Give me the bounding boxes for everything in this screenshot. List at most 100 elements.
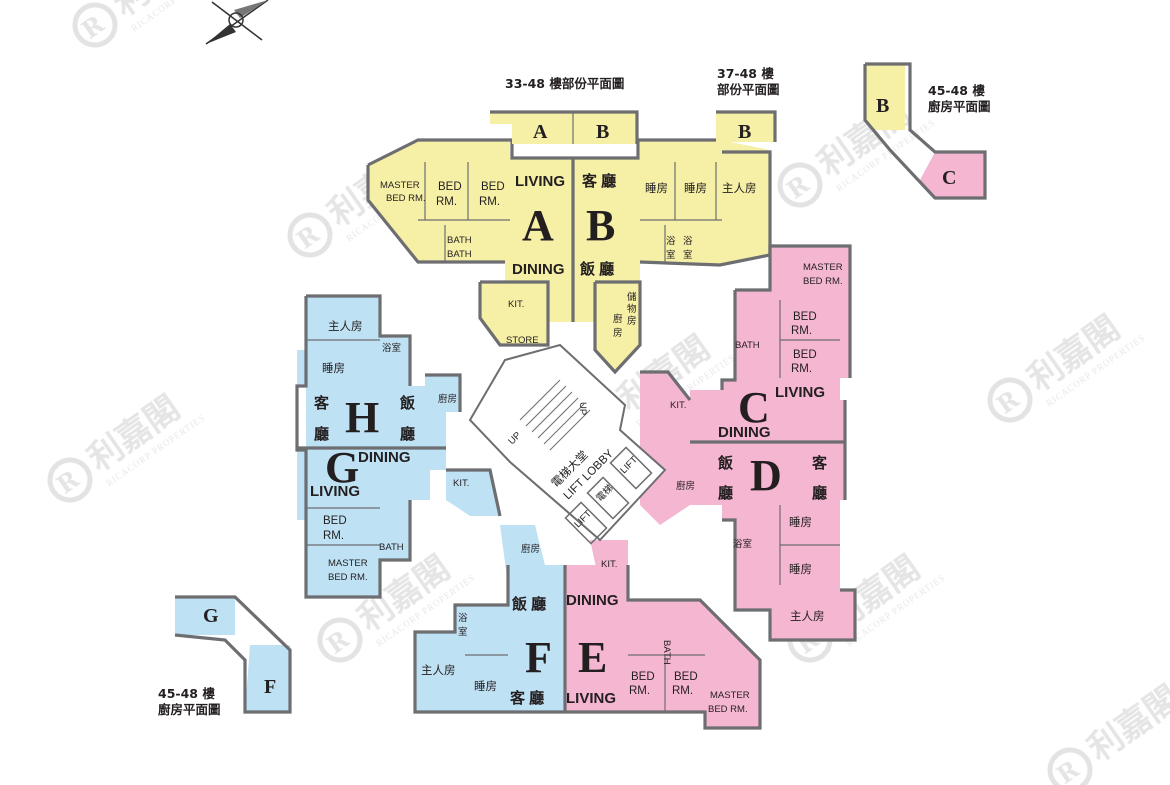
caption-45-48-bottom-line2: 廚房平面圖 bbox=[158, 702, 221, 717]
room-g-dining: DINING bbox=[358, 449, 411, 466]
room-h-dining-1: 飯 bbox=[399, 394, 415, 412]
room-a-store: STORE bbox=[506, 335, 539, 346]
room-e-living: LIVING bbox=[566, 690, 616, 707]
caption-45-48-bottom-line1: 45-48 樓 bbox=[158, 686, 215, 701]
room-b-bath1-2: 室 bbox=[666, 249, 676, 261]
room-f-bath-2: 室 bbox=[458, 626, 468, 638]
room-c-master-2: BED RM. bbox=[803, 276, 843, 287]
room-d-bed1: 睡房 bbox=[789, 516, 812, 529]
room-e-master-1: MASTER bbox=[710, 690, 750, 701]
unit-label-e: E bbox=[578, 633, 607, 682]
room-a-bath-2: BATH bbox=[447, 249, 472, 260]
room-f-bed: 睡房 bbox=[474, 680, 497, 693]
room-d-living-1: 客 bbox=[811, 454, 828, 472]
room-b-living: 客 廳 bbox=[581, 172, 616, 190]
caption-37-48-line1: 37-48 樓 bbox=[717, 66, 774, 81]
caption-45-48-top-line2: 廚房平面圖 bbox=[928, 99, 991, 114]
room-c-dining: DINING bbox=[718, 424, 771, 441]
partial-tab-a: A bbox=[533, 121, 548, 143]
room-b-bath2-2: 室 bbox=[683, 249, 693, 261]
room-a-kit: KIT. bbox=[508, 299, 524, 310]
core-up-1: UP bbox=[577, 402, 588, 415]
room-g-bath: BATH bbox=[379, 542, 404, 553]
room-g-master-2: BED RM. bbox=[328, 572, 368, 583]
room-a-dining: DINING bbox=[512, 261, 565, 278]
room-a-master-1: MASTER bbox=[380, 180, 420, 191]
room-c-bed1-2: RM. bbox=[791, 325, 812, 337]
room-h-bath: 浴室 bbox=[382, 342, 401, 354]
room-e-bed1-2: RM. bbox=[629, 685, 650, 697]
room-c-bed2-2: RM. bbox=[791, 363, 812, 375]
room-f-master: 主人房 bbox=[421, 664, 456, 677]
room-f-bath-1: 浴 bbox=[458, 613, 468, 624]
room-b-bed1: 睡房 bbox=[645, 182, 668, 195]
unit-label-a: A bbox=[522, 201, 554, 250]
mini-plan-b-label: B bbox=[876, 95, 889, 117]
room-g-kit: KIT. bbox=[453, 478, 469, 489]
caption-37-48-line2: 部份平面圖 bbox=[717, 82, 780, 97]
mini-plan-f-label: F bbox=[264, 676, 276, 698]
unit-label-f: F bbox=[525, 633, 552, 682]
unit-label-d: D bbox=[750, 451, 782, 500]
mini-plan-g-f: G F bbox=[174, 595, 292, 714]
caption-33-48-partial-plan: 33-48 樓部份平面圖 bbox=[505, 76, 624, 91]
room-h-living-2: 廳 bbox=[314, 425, 329, 443]
room-a-bed2-2: RM. bbox=[479, 196, 500, 208]
room-d-master: 主人房 bbox=[790, 610, 825, 623]
partial-tab-b-left: B bbox=[596, 121, 609, 143]
room-f-living: 客 廳 bbox=[509, 689, 544, 707]
room-e-kit: KIT. bbox=[601, 559, 617, 570]
room-b-bath2-1: 浴 bbox=[683, 236, 693, 247]
room-b-store-1: 儲 bbox=[627, 291, 637, 303]
caption-45-48-top-line1: 45-48 樓 bbox=[928, 83, 985, 98]
room-f-dining: 飯 廳 bbox=[511, 595, 546, 613]
room-b-kit-1: 廚 bbox=[613, 313, 623, 325]
room-e-bath: BATH bbox=[661, 640, 672, 665]
unit-a-b-fill bbox=[368, 140, 770, 322]
mini-plan-b-c: B C bbox=[863, 62, 987, 200]
mini-plan-g-label: G bbox=[203, 605, 219, 627]
unit-label-h: H bbox=[345, 393, 379, 442]
room-h-bed: 睡房 bbox=[322, 362, 345, 375]
room-f-kit: 廚房 bbox=[521, 543, 540, 555]
room-a-master-2: BED RM. bbox=[386, 193, 426, 204]
room-c-kit: KIT. bbox=[670, 400, 686, 411]
room-e-master-2: BED RM. bbox=[708, 704, 748, 715]
room-g-bed-2: RM. bbox=[323, 530, 344, 542]
room-c-master-1: MASTER bbox=[803, 262, 843, 273]
room-b-dining: 飯 廳 bbox=[579, 260, 614, 278]
unit-c-d-block bbox=[640, 244, 857, 642]
unit-f-e-block bbox=[413, 525, 762, 730]
room-c-bath: BATH bbox=[735, 340, 760, 351]
unit-label-c: C bbox=[738, 383, 770, 432]
room-g-living: LIVING bbox=[310, 483, 360, 500]
room-h-dining-2: 廳 bbox=[400, 425, 415, 443]
unit-label-g: G bbox=[325, 443, 359, 492]
room-g-bed-1: BED bbox=[323, 515, 347, 527]
room-d-dining-1: 飯 bbox=[717, 454, 733, 472]
room-a-bed1-1: BED bbox=[438, 181, 462, 193]
room-c-bed1-1: BED bbox=[793, 311, 817, 323]
room-h-living-1: 客 bbox=[313, 394, 330, 412]
room-a-bed2-1: BED bbox=[481, 181, 505, 193]
room-b-bath1-1: 浴 bbox=[666, 236, 676, 247]
room-e-bed2-2: RM. bbox=[672, 685, 693, 697]
unit-a-b-block bbox=[366, 110, 777, 375]
room-a-bath-1: BATH bbox=[447, 235, 472, 246]
room-a-bed1-2: RM. bbox=[436, 196, 457, 208]
room-e-bed1-1: BED bbox=[631, 671, 655, 683]
room-d-bath: 浴室 bbox=[733, 538, 752, 550]
room-d-bed2: 睡房 bbox=[789, 563, 812, 576]
room-d-kit: 廚房 bbox=[676, 480, 695, 492]
room-c-living: LIVING bbox=[775, 384, 825, 401]
room-d-dining-2: 廳 bbox=[718, 484, 733, 502]
room-a-living: LIVING bbox=[515, 173, 565, 190]
mini-plan-c-label: C bbox=[942, 167, 956, 189]
room-h-master: 主人房 bbox=[328, 320, 363, 333]
compass-icon bbox=[205, 0, 269, 45]
svg-text:利嘉閣: 利嘉閣 bbox=[1081, 678, 1170, 769]
room-b-master: 主人房 bbox=[722, 182, 757, 195]
room-h-kit: 廚房 bbox=[438, 393, 457, 405]
unit-g-h-block bbox=[295, 294, 502, 599]
